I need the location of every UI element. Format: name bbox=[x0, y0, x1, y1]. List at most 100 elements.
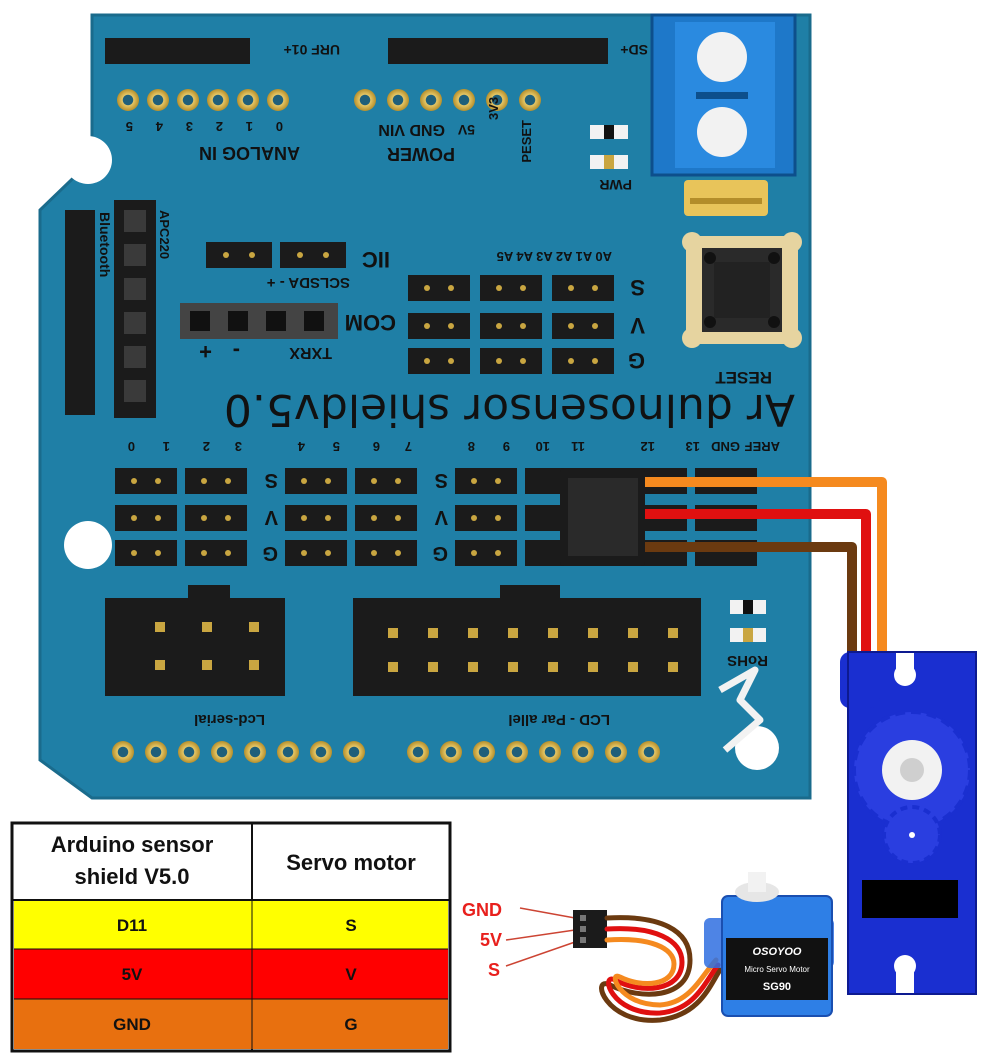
table-header-right: Servo motor bbox=[286, 850, 416, 875]
svg-text:2: 2 bbox=[203, 439, 210, 454]
servo-model: SG90 bbox=[763, 981, 791, 993]
urf-label: URF 01+ bbox=[284, 42, 340, 58]
servo-label-plate bbox=[862, 880, 958, 918]
table-header-left-line1: Arduino sensor bbox=[51, 832, 214, 857]
table-cell: 5V bbox=[122, 965, 143, 984]
table-cell: GND bbox=[113, 1015, 151, 1034]
svg-text:4: 4 bbox=[297, 439, 305, 454]
servo-wires bbox=[640, 477, 887, 656]
brand-mark bbox=[718, 666, 764, 753]
iic-pins-label: SCLSDA - + bbox=[267, 274, 350, 291]
lcd-serial-label: Lcd-serial bbox=[194, 711, 265, 728]
table-cell: S bbox=[345, 916, 356, 935]
servo-connector bbox=[560, 468, 645, 566]
servo-photo-cable bbox=[599, 915, 723, 1023]
digital-v-label-1: V bbox=[264, 506, 278, 528]
svg-text:GND: GND bbox=[711, 439, 740, 454]
digital-v-label-2: V bbox=[434, 506, 448, 528]
svg-text:1: 1 bbox=[246, 119, 253, 134]
reset-label: RESET bbox=[715, 368, 772, 387]
analog-row-labels: A0 A1 A2 A3 A4 A5 bbox=[497, 249, 612, 264]
com-header bbox=[180, 303, 338, 339]
servo-model-line: Micro Servo Motor bbox=[744, 965, 810, 974]
svg-text:1: 1 bbox=[163, 439, 170, 454]
analog-pads bbox=[117, 89, 289, 111]
power-label: POWER bbox=[387, 144, 455, 164]
lcd-parallel-header bbox=[353, 585, 701, 696]
svg-text:12: 12 bbox=[641, 439, 655, 454]
svg-text:3: 3 bbox=[235, 439, 242, 454]
analog-v-label: V bbox=[630, 313, 645, 338]
board-title: Ar dulnosensor shieldv5.0 bbox=[224, 384, 795, 435]
svg-text:11: 11 bbox=[571, 439, 585, 454]
table-cell: V bbox=[345, 965, 357, 984]
table-row-signal bbox=[14, 901, 448, 949]
bluetooth-header bbox=[65, 210, 95, 415]
reset-button bbox=[682, 232, 802, 348]
callout-gnd: GND bbox=[462, 900, 502, 920]
svg-text:3: 3 bbox=[186, 119, 193, 134]
txrx-label: TXRX bbox=[289, 344, 332, 361]
com-label: COM bbox=[345, 310, 396, 335]
table-header-left-line2: shield V5.0 bbox=[75, 864, 190, 889]
wire-brown bbox=[640, 542, 857, 656]
sd-label: SD+ bbox=[620, 42, 648, 58]
svg-text:7: 7 bbox=[405, 439, 412, 454]
analog-svg-headers bbox=[408, 275, 614, 374]
servo-photo: GND 5V S OSOYOO Micro Servo Motor SG90 bbox=[462, 872, 834, 1023]
gnd-vin-label: GND VIN bbox=[378, 121, 445, 138]
digital-s-label-1: S bbox=[265, 469, 278, 491]
power-pads bbox=[354, 89, 541, 111]
three-v3-label: 3V3 bbox=[486, 97, 501, 120]
apc220-label: APC220 bbox=[157, 210, 172, 259]
servo-brand: OSOYOO bbox=[753, 946, 802, 958]
rohs-label: RoHS bbox=[727, 652, 768, 669]
servo-motor-diagram bbox=[840, 651, 977, 995]
com-minus-label: - bbox=[233, 339, 240, 364]
sensor-shield-board: URF 01+ SD+ 5 4 3 2 1 0 ANALOG IN bbox=[38, 13, 812, 800]
digital-pin-labels: AREF GND 13 12 11 10 9 8 7 6 5 4 3 2 1 0 bbox=[128, 439, 780, 454]
analog-pin-numbers: 5 4 3 2 1 0 bbox=[126, 119, 283, 134]
digital-s-label-2: S bbox=[435, 469, 448, 491]
wire-orange bbox=[640, 477, 887, 656]
digital-g-label-1: G bbox=[262, 542, 278, 564]
callout-5v: 5V bbox=[480, 930, 502, 950]
svg-text:0: 0 bbox=[128, 439, 135, 454]
apc220-header bbox=[114, 200, 156, 418]
servo-photo-label bbox=[726, 938, 828, 1000]
digital-g-label-2: G bbox=[432, 542, 448, 564]
lcd-parallel-label: LCD - Par allel bbox=[508, 711, 610, 728]
svg-text:0: 0 bbox=[276, 119, 283, 134]
servo-photo-body: OSOYOO Micro Servo Motor SG90 bbox=[704, 872, 834, 1017]
table-cell: D11 bbox=[117, 916, 147, 935]
svg-text:9: 9 bbox=[503, 439, 510, 454]
svg-text:4: 4 bbox=[155, 119, 163, 134]
servo-photo-connector bbox=[573, 910, 607, 948]
lcd-serial-header bbox=[105, 585, 285, 696]
table-row-ground bbox=[14, 999, 448, 1049]
mounting-hole bbox=[64, 136, 112, 184]
wiring-table: Arduino sensor shield V5.0 Servo motor D… bbox=[10, 821, 452, 1053]
power-terminal-block bbox=[650, 13, 797, 177]
bluetooth-label: Bluetooth bbox=[97, 212, 113, 277]
bottom-pads bbox=[112, 741, 660, 763]
analog-s-label: S bbox=[630, 275, 645, 300]
analog-g-label: G bbox=[628, 348, 645, 373]
analog-in-label: ANALOG IN bbox=[199, 143, 300, 163]
callout-s: S bbox=[488, 960, 500, 980]
mounting-hole bbox=[64, 521, 112, 569]
svg-text:13: 13 bbox=[686, 439, 700, 454]
svg-text:6: 6 bbox=[373, 439, 380, 454]
svg-text:8: 8 bbox=[468, 439, 475, 454]
svg-text:5: 5 bbox=[333, 439, 340, 454]
svg-text:5: 5 bbox=[126, 119, 133, 134]
wire-red bbox=[640, 509, 871, 656]
iic-header bbox=[206, 242, 346, 268]
servo-gear bbox=[852, 710, 972, 865]
table-row-power bbox=[14, 949, 448, 999]
svg-text:10: 10 bbox=[536, 439, 550, 454]
sd-header bbox=[388, 38, 608, 64]
five-v-label: 5V bbox=[457, 122, 475, 138]
table-cell: G bbox=[344, 1015, 357, 1034]
